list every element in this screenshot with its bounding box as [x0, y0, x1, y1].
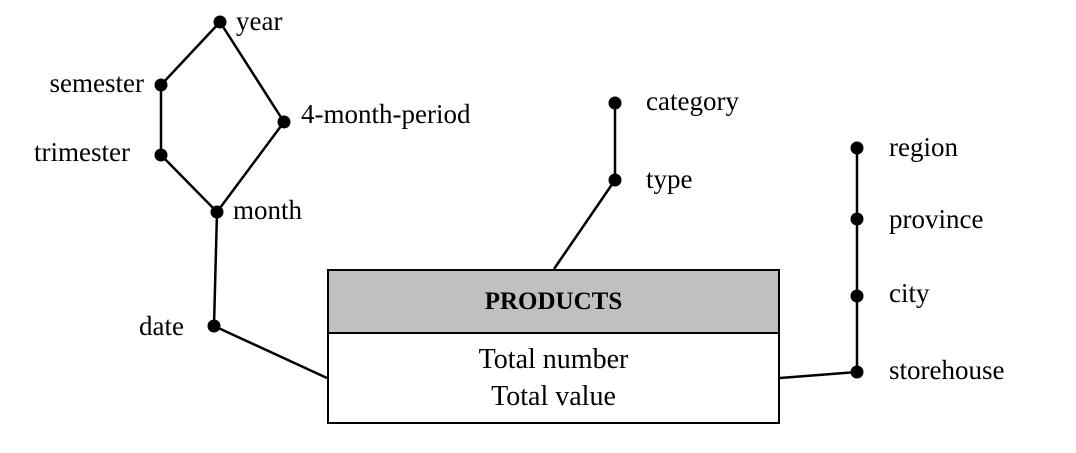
- node-month: [210, 205, 224, 219]
- node-year: [213, 15, 227, 29]
- edge-date-month: [212, 211, 219, 327]
- node-type: [608, 173, 622, 187]
- label-4-month-period: 4-month-period: [301, 99, 471, 129]
- edge-fact-type: [552, 179, 617, 270]
- node-region: [850, 141, 864, 155]
- edge-month-4-month-period: [215, 121, 286, 213]
- label-storehouse: storehouse: [889, 355, 1005, 385]
- node-province: [850, 212, 864, 226]
- node-category: [608, 96, 622, 110]
- node-city: [850, 289, 864, 303]
- node-semester: [154, 78, 168, 92]
- node-storehouse: [850, 365, 864, 379]
- fact-table-products: PRODUCTS Total number Total value: [327, 269, 780, 424]
- node-date: [207, 319, 221, 333]
- label-date: date: [139, 311, 184, 341]
- label-type: type: [646, 164, 693, 194]
- edge-semester-year: [160, 21, 221, 86]
- edge-fact-storehouse: [779, 370, 858, 380]
- label-category: category: [646, 86, 739, 116]
- label-month: month: [233, 195, 303, 225]
- edge-date-fact: [213, 324, 328, 380]
- node-4-month-period: [277, 115, 291, 129]
- node-trimester: [154, 148, 168, 162]
- label-semester: semester: [49, 68, 144, 98]
- fact-table-name: PRODUCTS: [484, 287, 623, 315]
- label-province: province: [889, 204, 984, 234]
- fact-table-measures: Total number Total value: [329, 334, 778, 422]
- measure-total-number: Total number: [478, 344, 629, 375]
- measure-total-value: Total value: [491, 381, 616, 412]
- fact-table-header: PRODUCTS: [329, 271, 778, 334]
- label-trimester: trimester: [34, 137, 130, 167]
- label-year: year: [236, 6, 283, 36]
- label-city: city: [889, 278, 930, 308]
- edge-4-month-period-year: [218, 21, 286, 123]
- label-region: region: [889, 132, 958, 162]
- edge-month-trimester: [160, 154, 218, 213]
